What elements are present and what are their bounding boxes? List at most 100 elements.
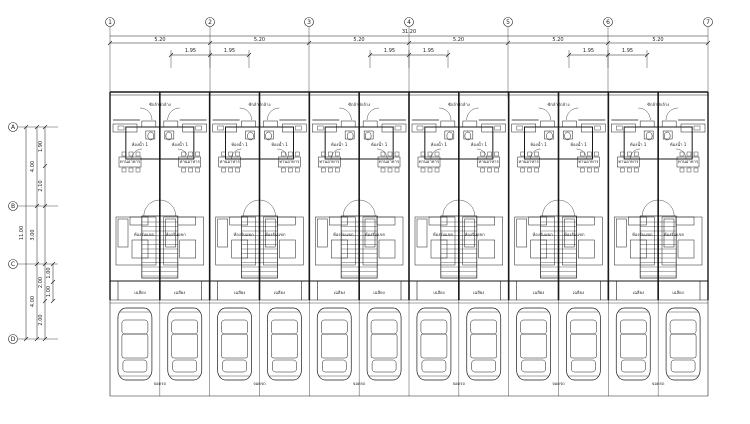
dim-tick <box>705 40 711 46</box>
dim-tick <box>34 203 40 209</box>
dining-chair <box>520 167 525 173</box>
car-rear-window <box>670 359 696 373</box>
car-rear-window <box>322 359 347 373</box>
door-swing <box>530 148 541 160</box>
dim-sub-label: 1.95 <box>622 48 633 54</box>
dim-tick <box>42 163 48 169</box>
dim-left-inner-label: 1.90 <box>38 141 44 152</box>
car-body <box>516 307 551 381</box>
sofa <box>528 216 547 226</box>
dining-chair <box>527 167 532 173</box>
walls <box>109 91 709 397</box>
door-swing <box>139 107 153 121</box>
coffee-table <box>131 239 149 259</box>
coffee-table <box>478 239 495 259</box>
porch-label: เฉลียง <box>373 290 384 295</box>
dining-label: ทานอาหาร <box>479 159 500 164</box>
grid-column-bubble <box>603 17 613 27</box>
coffee-table <box>231 239 248 259</box>
toilet-bowl <box>446 131 454 141</box>
dining-chair <box>580 167 585 173</box>
dining-chair <box>387 167 393 173</box>
living-label: ห้องรับแขก <box>433 232 454 237</box>
dim-span-label: 5.20 <box>453 37 464 43</box>
car-roof <box>370 333 398 359</box>
parking-label: จอดรถ <box>253 381 266 386</box>
sink <box>494 125 501 131</box>
door-swing <box>629 148 641 160</box>
dim-span-label: 5.20 <box>552 37 563 43</box>
dining-table <box>118 156 142 168</box>
sink <box>516 125 523 131</box>
toilet <box>245 130 255 140</box>
toilet <box>145 130 156 140</box>
dining-chair <box>335 167 340 173</box>
dining-chair <box>434 167 440 173</box>
kitchen-counter <box>381 123 407 133</box>
door-swing <box>366 107 380 121</box>
grid-column-label: 7 <box>706 19 710 26</box>
dim-left-small-label: 1.00 <box>46 267 52 278</box>
grid-row-bubble <box>8 122 18 132</box>
toilet <box>444 130 455 140</box>
dim-span-label: 5.20 <box>353 37 364 43</box>
wash-label: ซักล้าง <box>657 102 669 107</box>
living-label: ห้องรับแขก <box>166 232 187 237</box>
dim-tick <box>50 298 56 304</box>
dim-tick <box>50 279 56 285</box>
door-swing <box>377 148 388 160</box>
dim-tick <box>34 124 40 130</box>
dining-chair <box>534 151 539 157</box>
sofa <box>229 216 248 226</box>
toilet-bowl <box>546 131 553 141</box>
dining-chair <box>420 151 426 157</box>
grid-column-bubble <box>304 17 314 27</box>
dim-left-inner-label: 2.00 <box>38 314 44 325</box>
dining-label: ทานอาหาร <box>120 159 141 164</box>
car-windshield <box>420 319 448 335</box>
dining-chair <box>135 151 141 157</box>
dim-left-outer-label: 3.00 <box>30 229 36 240</box>
grid-row-bubble <box>8 201 18 211</box>
wash-label: ซักล้าง <box>348 102 360 107</box>
dining-chair <box>128 151 134 157</box>
car-roof <box>470 333 497 359</box>
vent-box <box>340 120 356 128</box>
dining-table <box>218 156 241 168</box>
dim-tick <box>605 40 611 46</box>
wash-label: ซักล้าง <box>557 102 569 107</box>
dining-chair <box>480 151 485 157</box>
porch-label: เฉลียง <box>672 290 683 295</box>
dining-chair <box>487 151 492 157</box>
kitchen-counter <box>112 123 138 133</box>
parking-label: จอดรถ <box>453 381 466 386</box>
dining-chair <box>321 167 326 173</box>
dim-sub-label: 1.95 <box>224 48 235 54</box>
toilet-bowl <box>165 131 173 141</box>
porch-label: เฉลียง <box>473 290 484 295</box>
dining-label: ทานอาหาร <box>618 159 639 164</box>
grid-row-label: D <box>11 336 16 343</box>
coffee-table <box>331 239 348 259</box>
dining-label: ทานอาหาร <box>578 159 599 164</box>
door-swing <box>458 199 476 217</box>
dining-label: ทานอาหาร <box>220 159 241 164</box>
sofa <box>416 218 428 248</box>
dim-left-small-label: 1.00 <box>46 286 52 297</box>
car-windshield <box>570 319 597 335</box>
vent-box <box>462 120 478 128</box>
porch-label: เฉลียง <box>234 290 245 295</box>
car-roof <box>520 333 547 359</box>
dining-chair <box>221 151 226 157</box>
dining-chair <box>394 167 400 173</box>
dining-table <box>377 156 401 168</box>
dining-chair <box>195 167 200 173</box>
bathroom-label: ห้องน้ำ 1 <box>570 141 587 147</box>
coffee-table <box>578 239 595 259</box>
dim-tick <box>42 203 48 209</box>
dim-span-label: 5.20 <box>254 37 265 43</box>
grid-column-bubble <box>404 17 414 27</box>
dining-chair <box>527 151 532 157</box>
dining-chair <box>181 151 186 157</box>
